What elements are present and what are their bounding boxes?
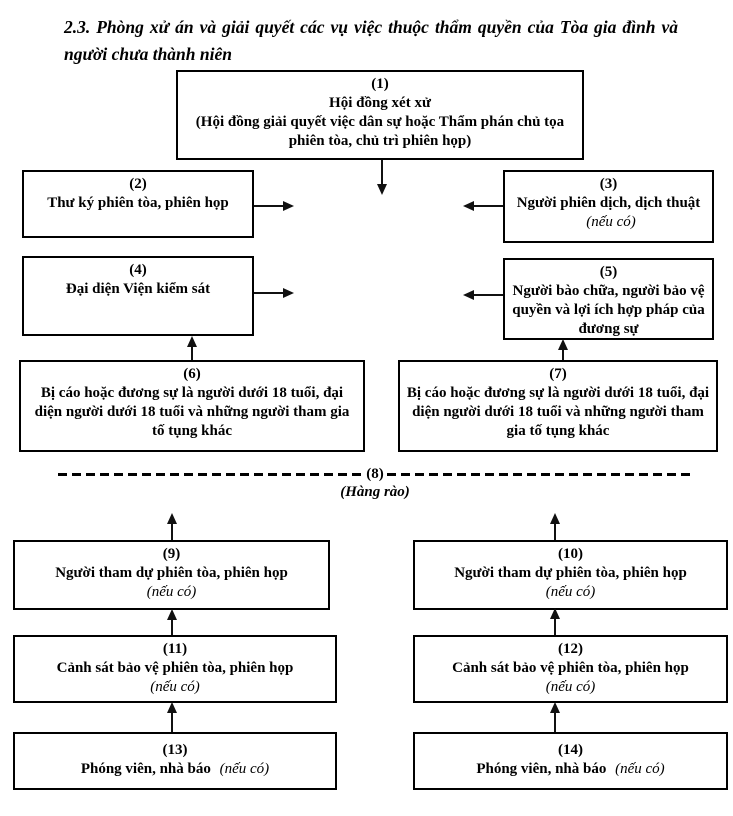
box-defendant-under-18-left: (6) Bị cáo hoặc đương sự là người dưới 1… [19,360,365,452]
box-note: (nếu có) [545,584,596,600]
box-reporters-right: (14) Phóng viên, nhà báo (nếu có) [413,732,728,790]
box-police-left: (11) Cảnh sát bảo vệ phiên tòa, phiên họ… [13,635,337,703]
box-attendees-left: (9) Người tham dự phiên tòa, phiên họp (… [13,540,330,610]
box-text: Cảnh sát bảo vệ phiên tòa, phiên họp [56,660,294,676]
arrow-up-attendees-left-to-fence [171,515,173,540]
box-text: Thư ký phiên tòa, phiên họp [47,195,229,211]
box-note: (nếu có) [146,584,197,600]
arrow-up-police-right-to-attendees [554,610,556,635]
box-defendant-under-18-right: (7) Bị cáo hoặc đương sự là người dưới 1… [398,360,718,452]
arrow-left-from-interpreter [465,205,503,207]
box-note: (nếu có) [586,214,636,230]
arrow-right-from-procuracy [254,292,292,294]
arrow-up-police-left-to-attendees [171,611,173,635]
box-number: (3) [599,176,618,192]
box-number: (12) [558,641,583,657]
box-number: (2) [129,176,147,192]
fence-number: (8) [366,466,384,482]
fence-label: (Hàng rào) [340,484,410,500]
box-text: Bị cáo hoặc đương sự là người dưới 18 tu… [34,385,350,439]
box-note: (nếu có) [150,679,200,695]
arrow-left-from-defender [465,294,503,296]
arrow-up-attendees-right-to-fence [554,515,556,540]
section-title: 2.3. Phòng xử án và giải quyết các vụ vi… [64,17,678,64]
box-number: (5) [599,264,618,280]
box-number: (1) [371,76,389,92]
box-text: Bị cáo hoặc đương sự là người dưới 18 tu… [406,385,710,439]
box-interpreter: (3) Người phiên dịch, dịch thuật (nếu có… [503,170,714,243]
box-text: Phóng viên, nhà báo [476,761,607,777]
box-number: (4) [129,262,147,278]
fence-dash-left [58,473,364,476]
box-text: Người tham dự phiên tòa, phiên họp [454,565,687,581]
box-note: (nếu có) [219,761,270,777]
box-number: (10) [558,546,583,562]
box-text: Người bào chữa, người bảo vệ quyền và lợ… [512,283,705,337]
box-police-right: (12) Cảnh sát bảo vệ phiên tòa, phiên họ… [413,635,728,703]
box-number: (14) [558,742,583,758]
box-text: Hội đồng xét xử [329,95,431,111]
box-number: (7) [549,366,567,382]
box-text: Người tham dự phiên tòa, phiên họp [55,565,288,581]
box-number: (9) [162,546,181,562]
box-note: (nếu có) [615,761,665,777]
box-number: (6) [183,366,201,382]
box-procuracy-representative: (4) Đại diện Viện kiểm sát [22,256,254,336]
box-subtext: (Hội đồng giải quyết việc dân sự hoặc Th… [195,114,565,149]
box-number: (13) [162,742,188,758]
box-text: Người phiên dịch, dịch thuật [516,195,701,211]
box-note: (nếu có) [545,679,596,695]
box-text: Đại diện Viện kiểm sát [65,281,211,297]
box-court-clerk: (2) Thư ký phiên tòa, phiên họp [22,170,254,238]
arrow-up-defendant-left-to-procuracy [191,338,193,360]
fence-dash-right [386,473,692,476]
box-judging-council: (1) Hội đồng xét xử (Hội đồng giải quyết… [176,70,584,160]
arrow-up-reporters-right-to-police [554,704,556,732]
box-number: (11) [162,641,188,657]
box-reporters-left: (13) Phóng viên, nhà báo (nếu có) [13,732,337,790]
arrow-right-from-clerk [254,205,292,207]
arrow-down-from-judging-council [381,160,383,193]
arrow-up-defendant-right-to-defender [562,341,564,360]
box-defense-counsel: (5) Người bào chữa, người bảo vệ quyền v… [503,258,714,340]
box-text: Cảnh sát bảo vệ phiên tòa, phiên họp [452,660,689,676]
arrow-up-reporters-left-to-police [171,704,173,732]
box-attendees-right: (10) Người tham dự phiên tòa, phiên họp … [413,540,728,610]
fence-divider: (8) [58,467,692,482]
box-text: Phóng viên, nhà báo [80,761,211,777]
